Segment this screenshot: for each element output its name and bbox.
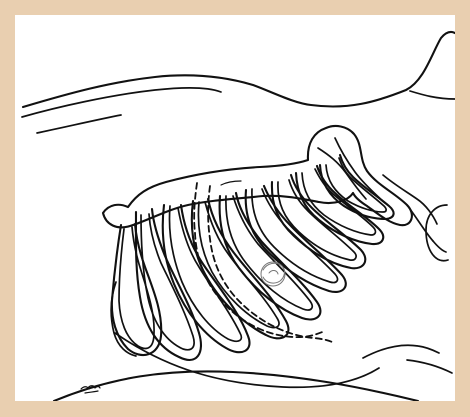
humerus-end	[433, 241, 446, 252]
right-abdomen-line	[363, 345, 439, 358]
sternum-top	[221, 181, 241, 185]
rib-cage-line-drawing	[15, 15, 455, 401]
right-lower-line	[407, 360, 452, 373]
body-lower-contour	[115, 333, 379, 387]
upper-body-outline	[23, 32, 455, 107]
left-arm-outline	[410, 91, 455, 99]
faint-sketch-circle	[261, 262, 285, 286]
scapula-clavicle-outline	[103, 126, 412, 227]
upper-body-inner-outline	[22, 88, 221, 117]
scapula-inner-contour	[318, 148, 366, 199]
rib-7-inner	[278, 180, 356, 260]
rib-4-inner	[198, 202, 279, 328]
drawing-canvas	[15, 15, 455, 401]
faint-sketch-mark	[263, 263, 284, 283]
shoulder-contour	[37, 115, 121, 133]
rib-2-inner	[141, 214, 194, 350]
rib-9-inner	[326, 158, 386, 212]
